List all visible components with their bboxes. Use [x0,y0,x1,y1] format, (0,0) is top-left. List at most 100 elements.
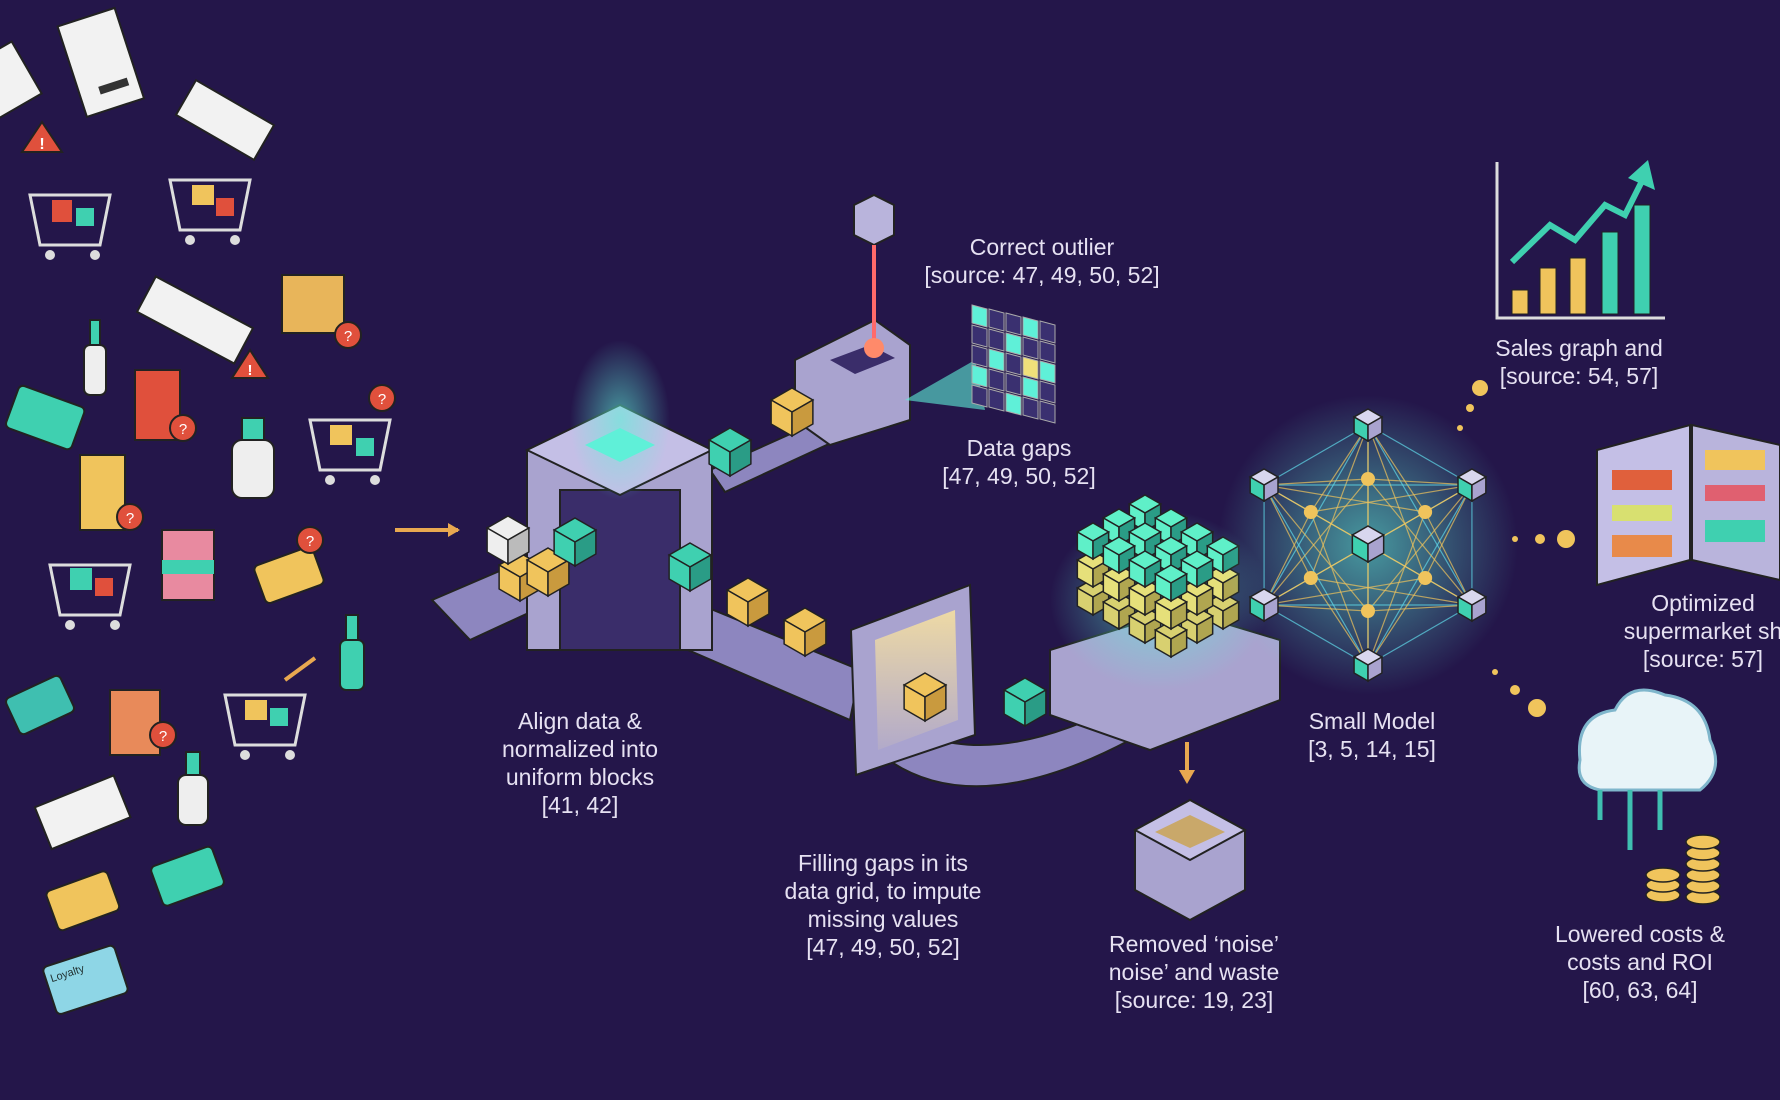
network-edge [1367,424,1473,486]
grid-cell [971,324,988,348]
label-small-model: Small Model [3, 5, 14, 15] [1308,707,1436,763]
network-edge [1367,424,1426,513]
alignment-gate [524,340,715,651]
label-filling-gaps: Filling gaps in its data grid, to impute… [785,849,982,961]
supermarket-shelves-icon [1596,423,1780,587]
network-node [1418,571,1433,585]
bottle-icon [339,614,365,691]
network-core-cube [1350,525,1386,564]
shopping-cart-icon [223,693,307,760]
network-edge [1367,604,1472,612]
stacked-cube [1153,592,1189,631]
network-edge [1263,484,1426,513]
cube-icon [667,542,713,593]
cube-layer [485,387,1241,728]
label-line: Data gaps [966,435,1072,461]
credit-card-icon [45,870,121,932]
label-line: data grid, to impute [784,878,982,904]
network-node [1303,571,1318,585]
credit-card-icon [4,384,86,451]
network-node-cube [1352,648,1384,683]
grid-cell [971,364,988,388]
credit-card-icon [150,845,225,907]
label-align-data: Align data & normalized into uniform blo… [502,707,658,819]
stacked-cube [1153,620,1189,659]
cloud-icon [1577,688,1718,850]
grid-cell [1039,360,1056,384]
network-node-cube [1248,588,1280,623]
svg-text:?: ? [378,391,386,408]
question-icon: ? [296,526,324,554]
stacked-cube [1179,606,1215,645]
credit-card-icon [5,674,75,736]
receipt-icon [0,40,44,120]
shopping-cart-icon [308,418,392,485]
loyalty-card-icon [42,944,129,1015]
cardboard-box-icon: ? [281,274,362,349]
credit-card-icon [253,546,325,604]
grid-cell [988,368,1005,392]
network-edge [1367,577,1426,666]
network-edge [1263,577,1426,606]
network-edge [1263,604,1369,666]
label-lowered-costs: Lowered costs & costs and ROI [60, 63, 6… [1555,920,1725,1004]
cube-icon [782,607,828,658]
svg-text:?: ? [344,328,352,345]
network-node-cube [1456,468,1488,503]
grid-cell [1039,400,1056,424]
label-line: uniform blocks [505,764,655,790]
network-edge [1310,424,1369,513]
svg-text:?: ? [126,510,134,527]
warning-icon: ! [230,348,270,379]
svg-text:!: ! [39,136,44,153]
receipt-icon [33,774,132,851]
cube-icon [769,387,815,438]
grid-cell [1022,316,1039,340]
small-model-network [1218,395,1518,695]
label-source: [source: 54, 57] [1499,363,1659,389]
network-edge [1263,484,1369,612]
label-line: Sales graph and [1495,335,1663,361]
network-edge [1263,511,1312,606]
network-edge [1424,484,1473,579]
label-line: missing values [807,906,959,932]
network-node-cube [1352,408,1384,443]
data-grid-panel [971,304,1056,424]
outlier-laser-station [794,193,985,447]
cube-icon [902,672,948,723]
label-source: [source: 57] [1642,646,1764,672]
network-node-cube [1248,468,1280,503]
bottle-icon [231,417,275,499]
cereal-box-icon: ? [134,369,197,442]
carton-icon: ? [79,454,144,531]
question-icon: ? [368,384,396,412]
cube-icon [707,427,753,478]
receipt-icon [56,6,146,119]
label-line: Lowered costs & [1554,921,1726,947]
raw-data-scatter: ! ! ? ? ? ? ? ? [0,6,460,1015]
grid-cell [988,348,1005,372]
conveyor-system [430,193,1281,922]
label-line: supermarket sh [1623,618,1780,644]
network-edge [1264,478,1369,486]
network-node-cube [1456,588,1488,623]
svg-text:?: ? [159,728,167,745]
network-node [1303,505,1318,519]
grid-cell [1039,380,1056,404]
grid-cell [1005,312,1022,336]
grid-cell [971,304,988,328]
coin [1645,867,1681,883]
cube-icon [1002,677,1048,728]
label-line: Correct outlier [969,234,1115,260]
label-line: Optimized [1651,590,1755,616]
svg-text:?: ? [306,533,314,550]
network-node [1418,505,1433,519]
grid-cell [1022,336,1039,360]
label-line: Small Model [1308,708,1436,734]
svg-text:?: ? [179,421,187,438]
label-source: [3, 5, 14, 15] [1308,736,1436,762]
grid-cell [1005,392,1022,416]
receipt-icon [135,275,255,365]
label-removed-noise: Removed ‘noise’ noise’ and waste [source… [1109,930,1279,1014]
